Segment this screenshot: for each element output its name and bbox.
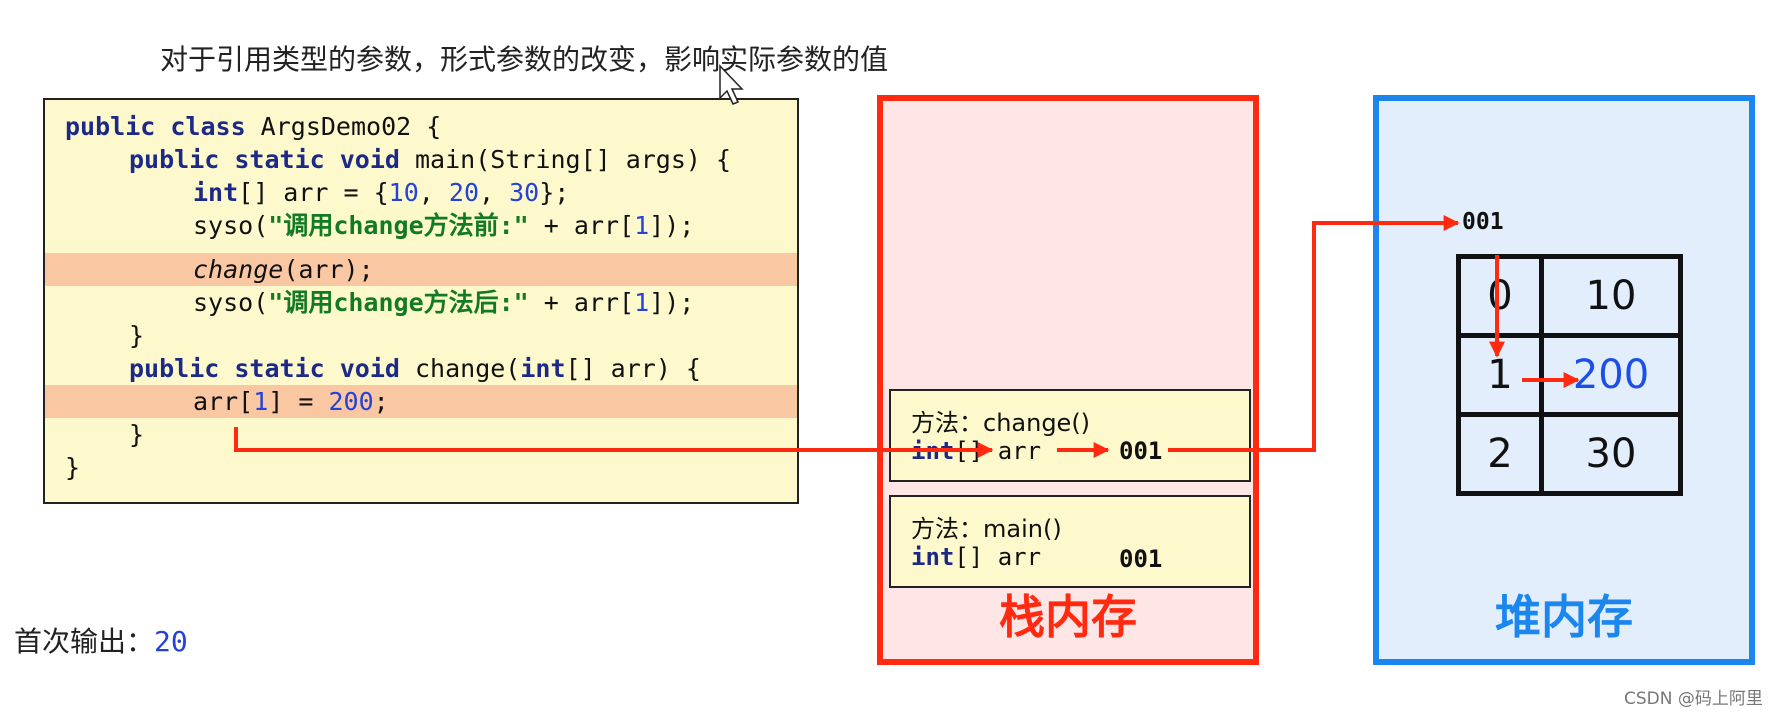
code-line-1: public class ArgsDemo02 { (65, 112, 442, 141)
code-line-6: syso("调用change方法后:" + arr[1]); (193, 288, 695, 317)
code-line-3: int[] arr = {10, 20, 30}; (193, 178, 570, 207)
stack-frame-change: 方法：change() int[] arr 001 (889, 389, 1251, 482)
heap-title: 堆内存 (1495, 590, 1633, 644)
frame-label-change: 方法：change() (911, 409, 1091, 437)
frame-var-main: int[] arr (911, 543, 1042, 571)
watermark: CSDN @码上阿里 (1624, 689, 1763, 709)
stack-title: 栈内存 (999, 590, 1137, 644)
array-index: 0 (1456, 254, 1544, 338)
highlight-row-change-call (45, 253, 797, 286)
frame-ref-main: 001 (1119, 545, 1163, 573)
first-output: 首次输出：20 (14, 620, 188, 660)
array-index: 2 (1456, 412, 1544, 496)
code-panel: public class ArgsDemo02 { public static … (43, 98, 799, 504)
code-line-7: } (129, 321, 145, 350)
array-row: 0 10 (1456, 254, 1683, 338)
stack-frame-main: 方法：main() int[] arr 001 (889, 495, 1251, 588)
array-row: 2 30 (1456, 412, 1683, 496)
code-line-8: public static void change(int[] arr) { (129, 354, 701, 383)
slide-title: 对于引用类型的参数，形式参数的改变，影响实际参数的值 (160, 43, 889, 76)
array-value: 30 (1539, 412, 1683, 496)
frame-var-change: int[] arr (911, 437, 1042, 465)
array-value: 10 (1539, 254, 1683, 338)
highlight-row-assignment (45, 385, 797, 418)
stack-memory-panel: 方法：change() int[] arr 001 方法：main() int[… (877, 95, 1259, 665)
heap-address: 001 (1462, 209, 1504, 235)
array-row: 1 200 (1456, 333, 1683, 417)
array-index: 1 (1456, 333, 1544, 417)
code-line-10: } (129, 420, 145, 449)
code-line-11: } (65, 453, 81, 482)
code-line-2: public static void main(String[] args) { (129, 145, 732, 174)
frame-label-main: 方法：main() (911, 515, 1062, 543)
array-value-updated: 200 (1539, 333, 1683, 417)
frame-ref-change: 001 (1119, 437, 1163, 465)
code-line-5: change(arr); (193, 255, 374, 284)
code-line-9: arr[1] = 200; (193, 387, 389, 416)
output-value: 20 (154, 625, 188, 658)
heap-array-table: 0 10 1 200 2 30 (1456, 254, 1683, 496)
output-label: 首次输出： (14, 625, 155, 658)
code-line-4: syso("调用change方法前:" + arr[1]); (193, 211, 695, 240)
